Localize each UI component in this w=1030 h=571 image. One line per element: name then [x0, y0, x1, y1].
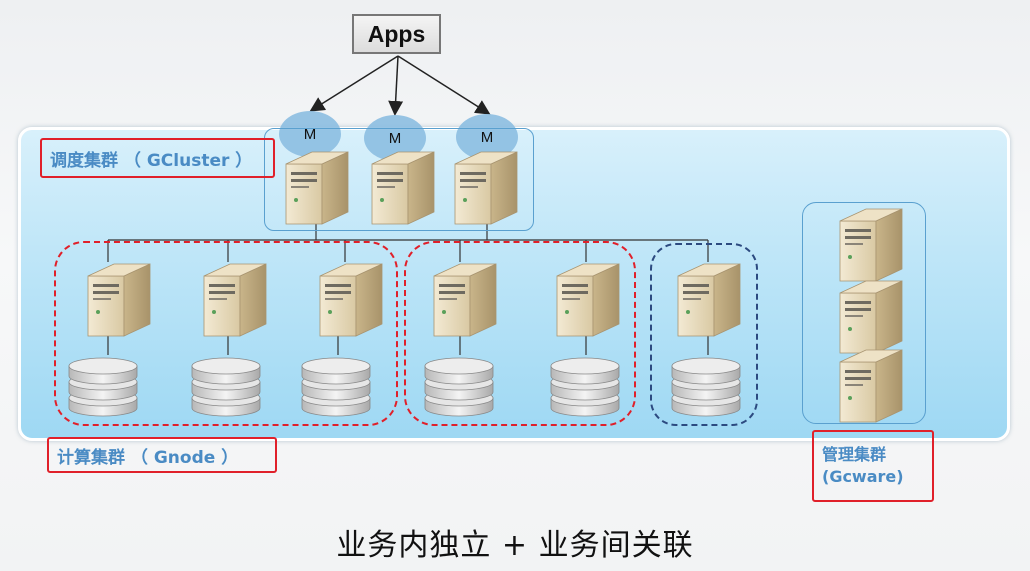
manager-node-m1: M	[279, 111, 341, 157]
database-icon	[421, 352, 497, 422]
gcware-label-line2: (Gcware)	[822, 467, 904, 486]
database-icon	[65, 352, 141, 422]
gcware-label: 管理集群 (Gcware)	[812, 430, 934, 502]
server-icon	[836, 279, 906, 359]
server-icon	[553, 262, 623, 342]
server-icon	[282, 150, 352, 230]
server-icon	[368, 150, 438, 230]
gcluster-label-text: 调度集群 （ GCluster ）	[50, 150, 253, 171]
server-icon	[200, 262, 270, 342]
gnode-group-3	[650, 243, 758, 426]
diagram-caption: 业务内独立 + 业务间关联	[336, 528, 694, 563]
database-icon	[547, 352, 623, 422]
gcware-label-line1: 管理集群	[822, 445, 887, 464]
arrow-to-m3	[397, 55, 491, 115]
server-icon	[84, 262, 154, 342]
server-icon	[430, 262, 500, 342]
gnode-group-2	[404, 241, 636, 426]
apps-box: Apps	[352, 14, 441, 54]
database-icon	[188, 352, 264, 422]
arrow-to-m2	[388, 55, 404, 116]
server-icon	[836, 348, 906, 428]
database-icon	[668, 352, 744, 422]
gcware-group	[802, 202, 926, 424]
gnode-label: 计算集群 （ Gnode ）	[47, 437, 277, 473]
m-label: M	[388, 129, 402, 147]
server-icon	[451, 150, 521, 230]
arrow-to-m1	[309, 55, 399, 112]
apps-label: Apps	[367, 20, 426, 47]
gnode-group-1	[54, 241, 398, 426]
gcluster-label: 调度集群 （ GCluster ）	[40, 138, 275, 178]
database-icon	[298, 352, 374, 422]
gnode-label-text: 计算集群 （ Gnode ）	[57, 447, 239, 468]
server-icon	[316, 262, 386, 342]
m-label: M	[480, 128, 494, 146]
server-icon	[836, 207, 906, 287]
server-icon	[674, 262, 744, 342]
m-label: M	[303, 125, 317, 143]
gcluster-group	[264, 128, 534, 231]
